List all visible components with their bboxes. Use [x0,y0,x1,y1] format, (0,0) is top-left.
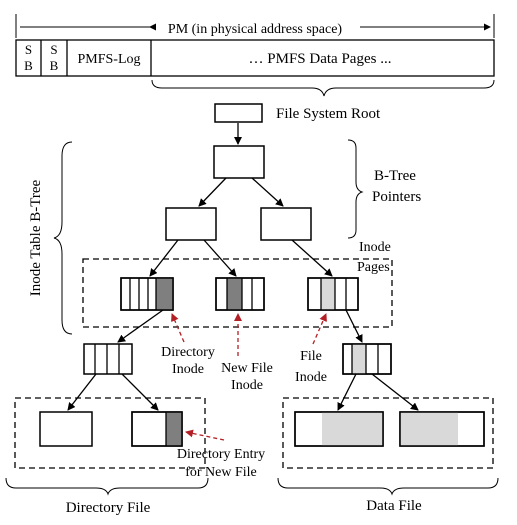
btree-pointers-brace [347,139,364,239]
inode-page-directory [120,277,174,311]
data-file-region [282,397,494,469]
sb-cell-2-bottom: B [50,58,59,73]
data-block-2 [399,411,485,447]
red-arrow-file-inode [312,313,327,345]
arrow-index-to-dir-block-1 [67,373,97,411]
directory-inode-label-1: Directory [161,345,215,360]
file-index-block [342,343,392,375]
directory-block-1 [39,411,93,447]
pm-layout-bar: S B S B PMFS-Log … PMFS Data Pages ... [15,39,495,77]
directory-block-2 [131,411,183,447]
data-pages-brace [151,79,495,97]
arrow-right-to-file-inode-page [291,239,333,277]
inode-page-newfile [215,277,265,311]
arrow-btree-root-left [198,177,227,207]
btree-pointers-label-2: Pointers [372,189,421,205]
dir-entry-label-1: Directory Entry [177,447,265,462]
new-file-inode-label-1: New File [221,361,273,376]
btree-pointers-label-1: B-Tree [374,168,416,184]
dir-entry-label-2: for New File [185,465,257,480]
pm-title: PM (in physical address space) [168,22,343,37]
inode-pages-label-2: Pages [357,260,390,275]
arrow-btree-root-right [251,177,284,207]
arrow-file-index-to-data-1 [337,373,357,411]
data-file-brace [277,477,499,496]
directory-file-brace [5,477,209,496]
directory-file-label: Directory File [66,500,151,516]
directory-inode-label-2: Inode [172,362,204,377]
fs-root-label: File System Root [276,106,381,122]
arrow-left-to-newfile-inode-page [203,239,237,277]
pmfs-log-cell: PMFS-Log [77,52,140,67]
directory-file-region [14,397,206,469]
btree-root-node [213,145,265,179]
data-block-1 [294,411,384,447]
inode-table-label: Inode Table B-Tree [28,179,44,296]
directory-index-block [83,343,133,375]
arrow-left-to-dir-inode-page [149,239,179,277]
inode-page-file [307,277,359,311]
new-file-inode-label-2: Inode [231,378,263,393]
arrow-file-index-to-data-2 [371,373,419,411]
inode-table-brace [53,141,73,335]
arrow-dir-inode-to-index [117,309,164,343]
pm-span: PM (in physical address space) [15,14,495,38]
inode-pages-label-1: Inode [359,240,391,255]
red-arrow-directory-inode [171,313,185,343]
sb-cell-1-bottom: B [24,58,33,73]
btree-right-node [260,207,312,241]
arrow-index-to-dir-block-2 [121,373,159,411]
file-inode-label-2: Inode [295,370,327,385]
sb-cell-2-top: S [50,42,57,57]
arrow-file-inode-to-index [345,309,363,343]
btree-left-node [165,207,217,241]
sb-cell-1-top: S [25,42,32,57]
fs-root-box [214,103,263,123]
data-file-label: Data File [366,498,422,514]
file-inode-label-1: File [300,349,322,364]
pmfs-data-pages-cell: … PMFS Data Pages ... [249,51,392,67]
